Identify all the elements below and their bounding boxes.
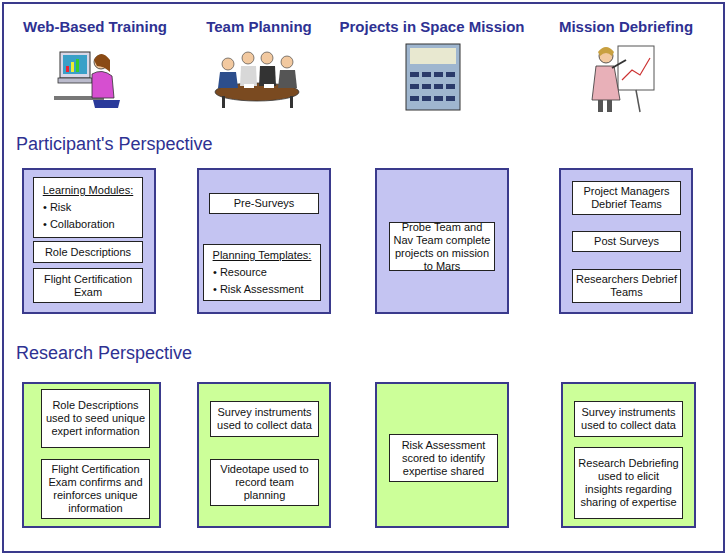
box-text: Pre-Surveys bbox=[234, 197, 295, 210]
box-text: Risk Assessment scored to identify exper… bbox=[393, 439, 494, 478]
box-text: Flight Certification Exam confirms and r… bbox=[45, 463, 146, 515]
box-text: Researchers Debrief Teams bbox=[576, 273, 677, 299]
box-text: Post Surveys bbox=[594, 235, 659, 248]
activity-box: Project Managers Debrief Teams bbox=[572, 181, 681, 215]
activity-box: Role Descriptions used to seed unique ex… bbox=[41, 389, 150, 448]
list-item: • Collaboration bbox=[40, 216, 115, 233]
activity-box: Risk Assessment scored to identify exper… bbox=[389, 434, 498, 482]
column-heading: Web-Based Training bbox=[23, 18, 167, 35]
box-text: Research Debriefing used to elicit insig… bbox=[578, 457, 679, 509]
section-heading: Research Perspective bbox=[16, 343, 192, 364]
activity-box: Role Descriptions bbox=[33, 241, 143, 263]
activity-box: Research Debriefing used to elicit insig… bbox=[574, 447, 683, 519]
list-heading: Planning Templates: bbox=[213, 247, 312, 264]
section-heading: Participant's Perspective bbox=[16, 134, 213, 155]
box-text: Survey instruments used to collect data bbox=[578, 406, 679, 432]
activity-box: Flight Certification Exam confirms and r… bbox=[41, 459, 150, 519]
list-item: • Resource bbox=[210, 264, 267, 281]
phase-panel: Project Managers Debrief TeamsPost Surve… bbox=[559, 168, 693, 314]
activity-box: Post Surveys bbox=[572, 231, 681, 252]
activity-box: Videotape used to record team planning bbox=[210, 459, 319, 506]
activity-box: Survey instruments used to collect data bbox=[574, 401, 683, 437]
research-panel: Role Descriptions used to seed unique ex… bbox=[22, 382, 161, 528]
list-box: Learning Modules:• Risk• Collaboration bbox=[33, 177, 143, 238]
box-text: Flight Certification Exam bbox=[37, 273, 139, 299]
outer-frame bbox=[3, 3, 724, 552]
computer-user-icon bbox=[54, 52, 120, 108]
list-heading: Learning Modules: bbox=[43, 182, 134, 199]
phase-panel: Pre-SurveysPlanning Templates:• Resource… bbox=[197, 168, 331, 314]
column-heading: Mission Debriefing bbox=[559, 18, 693, 35]
activity-box: Flight Certification Exam bbox=[33, 268, 143, 303]
research-panel: Risk Assessment scored to identify exper… bbox=[375, 382, 509, 528]
box-text: Role Descriptions used to seed unique ex… bbox=[45, 399, 146, 438]
activity-box: Pre-Surveys bbox=[209, 193, 319, 214]
box-text: Probe Team and Nav Team complete project… bbox=[393, 221, 491, 273]
activity-box: Survey instruments used to collect data bbox=[210, 401, 319, 437]
phase-panel: Learning Modules:• Risk• CollaborationRo… bbox=[22, 168, 156, 314]
list-box: Planning Templates:• Resource• Risk Asse… bbox=[203, 244, 321, 301]
research-panel: Survey instruments used to collect dataV… bbox=[197, 382, 331, 528]
presenter-icon bbox=[592, 46, 654, 112]
box-text: Survey instruments used to collect data bbox=[214, 406, 315, 432]
column-heading: Team Planning bbox=[206, 18, 312, 35]
phase-panel: Probe Team and Nav Team complete project… bbox=[375, 168, 509, 314]
activity-box: Probe Team and Nav Team complete project… bbox=[389, 222, 495, 271]
box-text: Videotape used to record team planning bbox=[214, 463, 315, 502]
control-room-icon bbox=[406, 44, 460, 110]
box-text: Project Managers Debrief Teams bbox=[576, 185, 677, 211]
list-item: • Risk bbox=[40, 199, 71, 216]
list-item: • Risk Assessment bbox=[210, 281, 304, 298]
research-panel: Survey instruments used to collect dataR… bbox=[561, 382, 696, 528]
activity-box: Researchers Debrief Teams bbox=[572, 269, 681, 303]
meeting-icon bbox=[215, 52, 299, 108]
box-text: Role Descriptions bbox=[45, 246, 131, 259]
column-heading: Projects in Space Mission bbox=[339, 18, 524, 35]
